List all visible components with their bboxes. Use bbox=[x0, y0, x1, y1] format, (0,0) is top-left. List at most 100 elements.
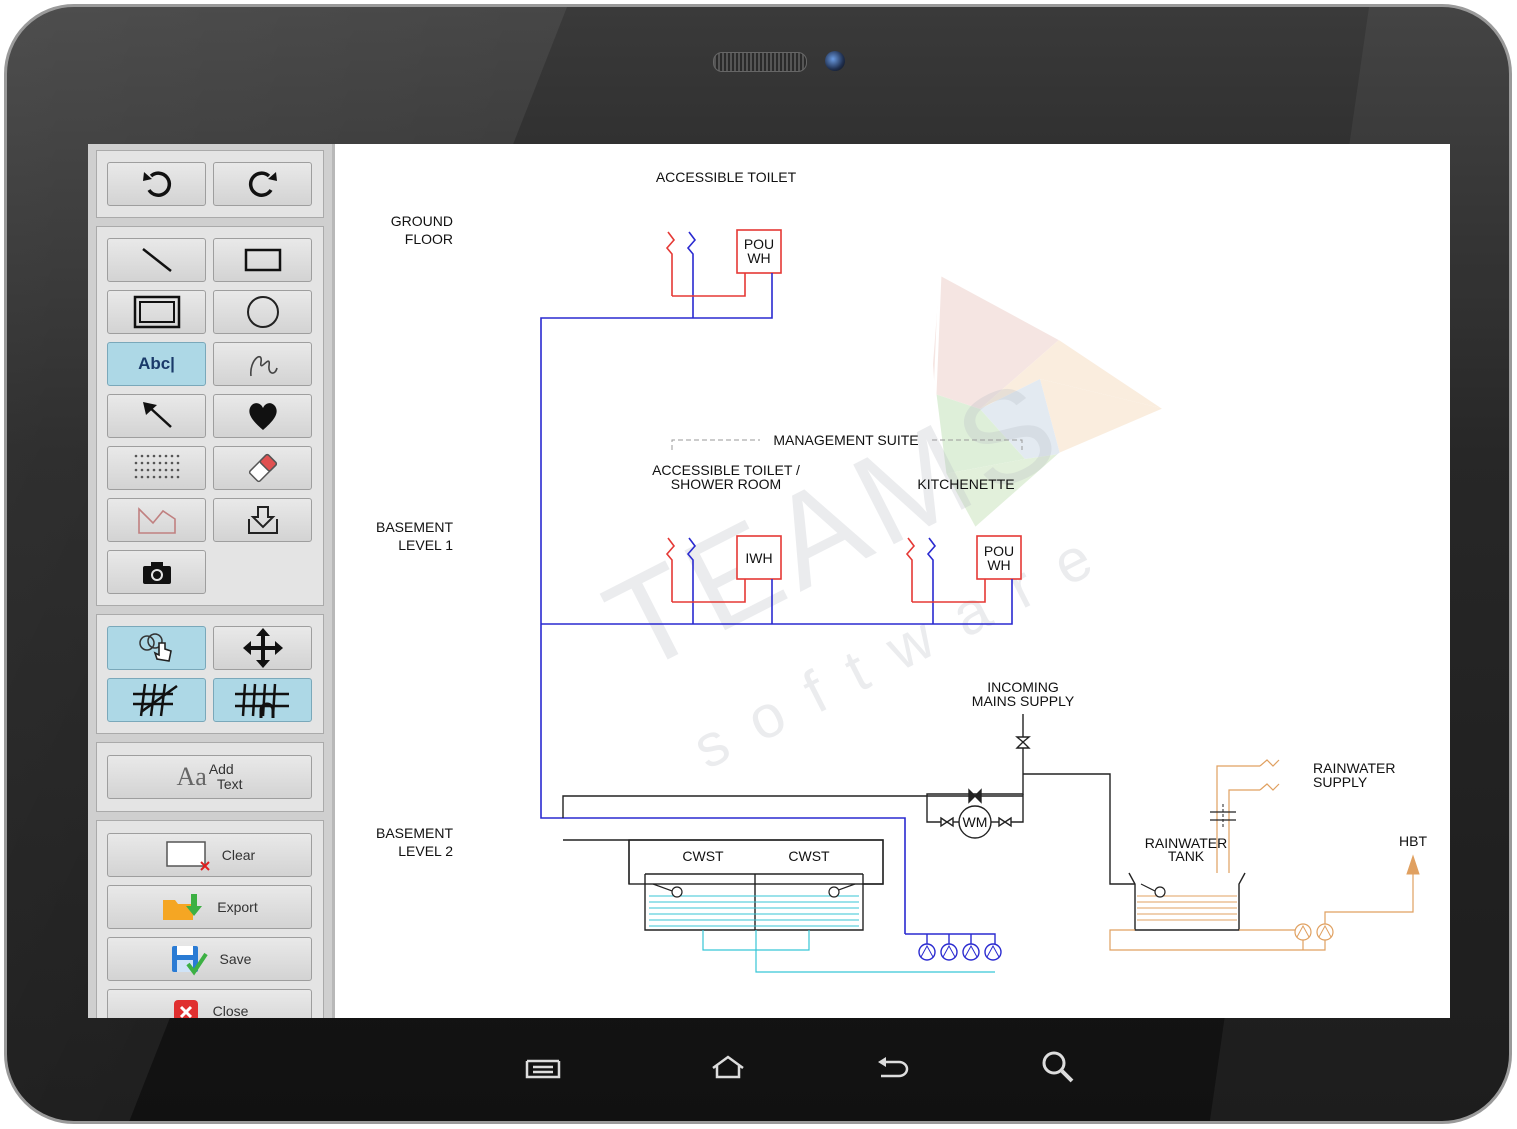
booster-pumps bbox=[905, 933, 1002, 961]
accessible-toilet-shower-label-1: ACCESSIBLE TOILET / bbox=[652, 462, 800, 478]
arrow-pointer-icon bbox=[142, 402, 172, 428]
text-tool-button[interactable]: Abc| bbox=[107, 342, 206, 386]
basement-1-label-1: BASEMENT bbox=[376, 519, 453, 535]
eraser-icon bbox=[248, 453, 277, 483]
rainwater-supply-label-1: RAINWATER bbox=[1313, 760, 1395, 776]
add-text-button[interactable]: Aa Add Text bbox=[107, 755, 312, 799]
camera-icon bbox=[142, 562, 171, 584]
download-tray-icon bbox=[247, 506, 278, 534]
circle-tool-button[interactable] bbox=[213, 290, 312, 334]
watermark-logo bbox=[933, 271, 1169, 532]
export-button[interactable]: Export bbox=[107, 885, 312, 929]
incoming-mains-label-1: INCOMING bbox=[987, 679, 1059, 695]
ground-floor-label-1: GROUND bbox=[391, 213, 453, 229]
back-icon bbox=[878, 1057, 909, 1078]
front-camera bbox=[825, 51, 845, 71]
hand-touch-icon bbox=[138, 633, 172, 662]
dot-grid-icon bbox=[134, 454, 179, 479]
touch-select-button[interactable] bbox=[107, 626, 206, 670]
redo-icon bbox=[248, 171, 277, 197]
search-icon bbox=[1042, 1051, 1074, 1083]
camera-button[interactable] bbox=[107, 550, 206, 594]
pou-wh-2-label-2: WH bbox=[987, 557, 1010, 573]
ground-floor-label-2: FLOOR bbox=[405, 231, 453, 247]
close-button[interactable]: Close bbox=[107, 989, 312, 1018]
freehand-tool-button[interactable] bbox=[213, 342, 312, 386]
grid-tool-button[interactable] bbox=[107, 446, 206, 490]
home-nav-button[interactable] bbox=[706, 1047, 750, 1087]
undo-icon bbox=[142, 171, 171, 197]
basement-1-fixtures: IWH POU WH bbox=[541, 535, 1022, 625]
pou-wh-1-label-2: WH bbox=[747, 250, 770, 266]
save-button[interactable]: Save bbox=[107, 937, 312, 981]
line-icon bbox=[141, 248, 172, 272]
water-meter bbox=[958, 805, 992, 839]
rainwater-tank-label-2: TANK bbox=[1168, 848, 1205, 864]
add-text-group: Aa Add Text bbox=[96, 742, 324, 812]
frame-icon bbox=[133, 295, 180, 329]
system-navbar bbox=[7, 1037, 1509, 1121]
menu-icon bbox=[525, 1059, 561, 1079]
tablet-frame: Abc| bbox=[4, 4, 1512, 1124]
cwst-1-label: CWST bbox=[682, 848, 724, 864]
redo-button[interactable] bbox=[213, 162, 312, 206]
close-app-icon bbox=[173, 1000, 198, 1018]
frame-tool-button[interactable] bbox=[107, 290, 206, 334]
move-arrows-icon bbox=[242, 628, 283, 668]
add-text-aa: Aa bbox=[176, 762, 207, 791]
envelope-tool-button[interactable] bbox=[107, 498, 206, 542]
drawing-canvas[interactable]: TEAMS software GROUND FLOOR BASEMENT LEV… bbox=[335, 144, 1450, 1018]
add-text-label-top: Add bbox=[208, 761, 234, 777]
rainwater-supply-label-2: SUPPLY bbox=[1313, 774, 1368, 790]
management-suite-label: MANAGEMENT SUITE bbox=[773, 432, 918, 448]
tool-sidebar: Abc| bbox=[88, 144, 335, 1018]
accessible-toilet-label: ACCESSIBLE TOILET bbox=[656, 169, 797, 185]
file-actions-group: Clear Export Save Close bbox=[96, 820, 324, 1018]
basement-2-label-2: LEVEL 2 bbox=[398, 843, 453, 859]
menu-nav-button[interactable] bbox=[521, 1049, 565, 1089]
ground-floor-fixtures: POU WH bbox=[540, 229, 906, 934]
speaker-grille bbox=[713, 52, 807, 72]
schematic-svg: TEAMS software GROUND FLOOR BASEMENT LEV… bbox=[376, 169, 1427, 973]
add-text-label-bottom: Text bbox=[216, 776, 243, 792]
envelope-icon bbox=[137, 507, 176, 534]
line-tool-button[interactable] bbox=[107, 238, 206, 282]
eraser-tool-button[interactable] bbox=[213, 446, 312, 490]
clear-icon bbox=[166, 841, 210, 871]
hbt-label: HBT bbox=[1399, 833, 1427, 849]
rainwater-tank-label-1: RAINWATER bbox=[1145, 835, 1227, 851]
export-folder-icon bbox=[163, 894, 203, 920]
close-label: Close bbox=[212, 1003, 249, 1018]
undo-button[interactable] bbox=[107, 162, 206, 206]
watermark-text: TEAMS software bbox=[584, 348, 1129, 781]
shape-stamp-button[interactable] bbox=[213, 394, 312, 438]
mains-supply bbox=[562, 714, 1135, 885]
freehand-icon bbox=[249, 356, 278, 377]
rainwater-system bbox=[1109, 759, 1420, 951]
grid-lock-icon bbox=[234, 683, 289, 718]
navigation-tools-group bbox=[96, 614, 324, 734]
move-button[interactable] bbox=[213, 626, 312, 670]
pointer-tool-button[interactable] bbox=[107, 394, 206, 438]
rectangle-tool-button[interactable] bbox=[213, 238, 312, 282]
cwst-tanks: CWST CWST bbox=[628, 839, 995, 973]
snap-grid-button[interactable] bbox=[107, 678, 206, 722]
clear-button[interactable]: Clear bbox=[107, 833, 312, 877]
export-label: Export bbox=[217, 899, 258, 915]
rectangle-icon bbox=[244, 248, 281, 272]
grid-lock-button[interactable] bbox=[213, 678, 312, 722]
back-nav-button[interactable] bbox=[871, 1047, 915, 1087]
text-tool-label: Abc| bbox=[138, 354, 175, 373]
heart-icon bbox=[248, 403, 277, 430]
home-icon bbox=[712, 1055, 744, 1079]
grid-snap-icon bbox=[132, 683, 178, 717]
basement-1-label-2: LEVEL 1 bbox=[398, 537, 453, 553]
circle-icon bbox=[246, 296, 279, 328]
import-button[interactable] bbox=[213, 498, 312, 542]
save-disk-icon bbox=[171, 946, 208, 976]
pou-wh-2-label-1: POU bbox=[984, 543, 1014, 559]
search-nav-button[interactable] bbox=[1036, 1047, 1080, 1087]
history-group bbox=[96, 150, 324, 218]
accessible-toilet-shower-label-2: SHOWER ROOM bbox=[671, 476, 781, 492]
app-screen: Abc| bbox=[88, 144, 1450, 1018]
